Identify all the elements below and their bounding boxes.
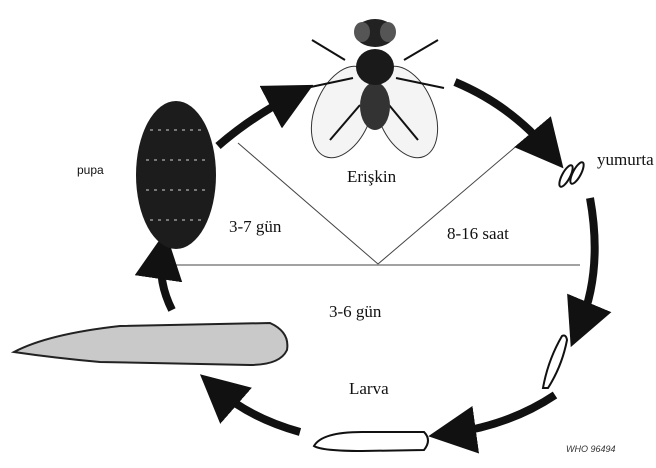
larva-label: Larva bbox=[349, 379, 389, 399]
egg-label: yumurta bbox=[597, 150, 654, 170]
figure-credit: WHO 96494 bbox=[566, 444, 616, 454]
adult-fly-icon bbox=[299, 19, 450, 167]
pupa-icon bbox=[136, 101, 216, 249]
pupa-label: pupa bbox=[77, 163, 104, 177]
arrow-larva-growth bbox=[218, 390, 300, 432]
arrow-pupa-to-adult bbox=[218, 96, 292, 146]
arrow-egg-to-larva bbox=[580, 198, 595, 325]
arrow-to-mature-larva bbox=[452, 395, 555, 433]
eggs-icon bbox=[557, 161, 586, 189]
arrow-larva-to-pupa bbox=[161, 255, 172, 310]
diagonal-divider-left bbox=[238, 143, 378, 264]
adult-label: Erişkin bbox=[347, 167, 396, 187]
mid-larva-icon bbox=[314, 432, 428, 451]
young-larva-icon bbox=[543, 336, 567, 389]
duration-pupa-to-adult: 3-7 gün bbox=[229, 217, 281, 237]
arrow-adult-to-egg bbox=[455, 82, 548, 150]
mature-larva-icon bbox=[14, 323, 287, 365]
duration-adult-to-egg: 8-16 saat bbox=[447, 224, 509, 244]
diagonal-divider-right bbox=[378, 143, 520, 264]
duration-egg-to-larva: 3-6 gün bbox=[329, 302, 381, 322]
